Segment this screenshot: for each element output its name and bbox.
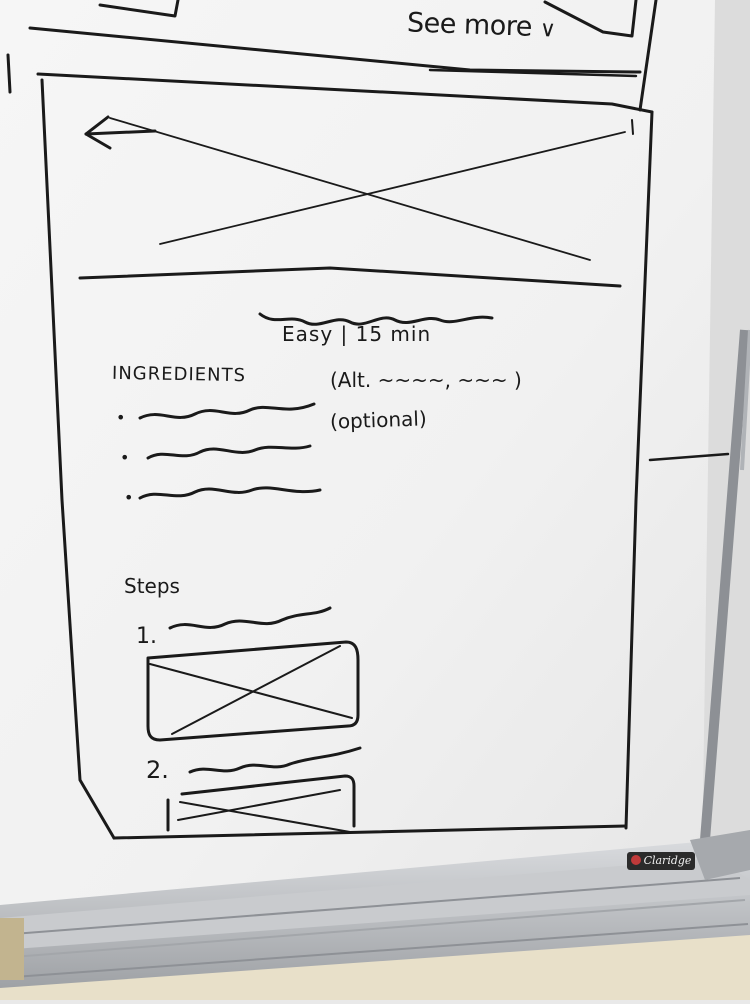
step-text-scribble [188, 746, 362, 774]
brand-label: Claridge [643, 854, 692, 867]
recipe-title-scribble [258, 312, 494, 326]
ingredient-bullet: • [124, 488, 134, 507]
step-text-scribble [168, 606, 332, 630]
arrow-left-icon[interactable] [84, 115, 157, 150]
hero-image-placeholder [109, 117, 634, 261]
optional-note: (optional) [329, 406, 428, 434]
ingredients-heading: INGREDIENTS [111, 362, 247, 387]
step-image-placeholder [166, 774, 356, 833]
ingredient-line [138, 486, 322, 500]
steps-heading: Steps [124, 574, 180, 598]
whiteboard-brand-plate: Claridge [627, 852, 695, 870]
ingredient-line [138, 402, 316, 420]
ingredient-bullet: • [120, 448, 130, 467]
recipe-meta: Easy | 15 min [282, 322, 432, 346]
step-number: 1. [136, 624, 157, 649]
see-more-label: See more [406, 7, 533, 43]
ingredient-bullet: • [116, 408, 126, 427]
heart-logo-icon [630, 855, 641, 865]
see-more-link[interactable]: See more ∨ [407, 7, 557, 43]
alternatives-note: (Alt. ~~~~, ~~~ ) [330, 368, 522, 392]
ingredient-line [146, 444, 312, 460]
step-image-placeholder [146, 640, 360, 742]
step-number: 2. [146, 756, 169, 784]
chevron-down-icon: ∨ [539, 17, 556, 43]
